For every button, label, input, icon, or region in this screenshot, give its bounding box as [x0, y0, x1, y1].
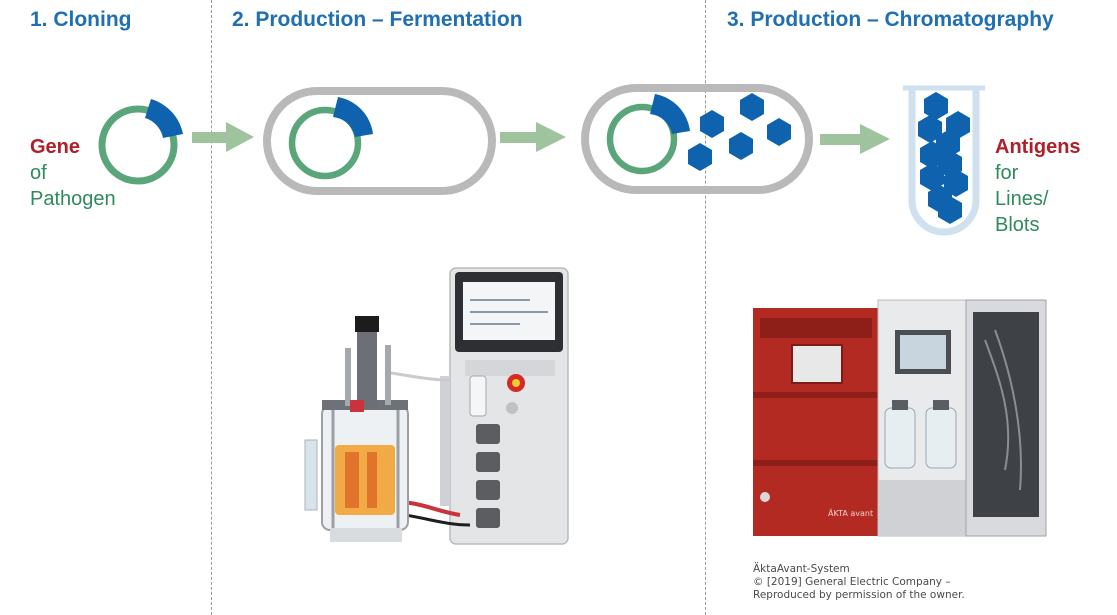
- arrow-right-icon: [820, 124, 890, 154]
- lines-label: Lines/: [995, 188, 1049, 210]
- image-credit: ÄktaAvant-System © [2019] General Electr…: [753, 563, 965, 602]
- heading-fermentation: 2. Production – Fermentation: [232, 8, 523, 31]
- bacterium-cell-icon: [263, 87, 496, 195]
- section-divider-2: [705, 0, 706, 615]
- test-tube-icon: [903, 85, 985, 236]
- for-label: for: [995, 162, 1019, 184]
- blots-label: Blots: [995, 214, 1040, 236]
- plasmid-icon: [98, 99, 183, 185]
- credit-line-3: Reproduced by permission of the owner.: [753, 589, 965, 601]
- of-label: of: [30, 162, 47, 184]
- pathogen-label: Pathogen: [30, 188, 116, 210]
- antigens-title: Antigens: [995, 136, 1081, 158]
- expressing-cell-icon: [581, 84, 813, 194]
- antigens-label: Antigens for Lines/ Blots: [995, 134, 1081, 238]
- gene-of-pathogen-label: Gene of Pathogen: [30, 134, 116, 212]
- section-divider-1: [211, 0, 212, 615]
- gene-label: Gene: [30, 136, 81, 158]
- bioreactor-image: [304, 267, 569, 545]
- arrow-right-icon: [192, 122, 254, 152]
- credit-line-1: ÄktaAvant-System: [753, 563, 850, 575]
- credit-line-2: © [2019] General Electric Company –: [753, 576, 951, 588]
- heading-cloning: 1. Cloning: [30, 8, 132, 31]
- akta-logo-text: ÄKTA avant: [828, 508, 873, 518]
- akta-avant-system-image: ÄKTA avant: [753, 299, 1047, 537]
- heading-chromatography: 3. Production – Chromatography: [727, 8, 1054, 31]
- arrow-right-icon: [500, 122, 566, 152]
